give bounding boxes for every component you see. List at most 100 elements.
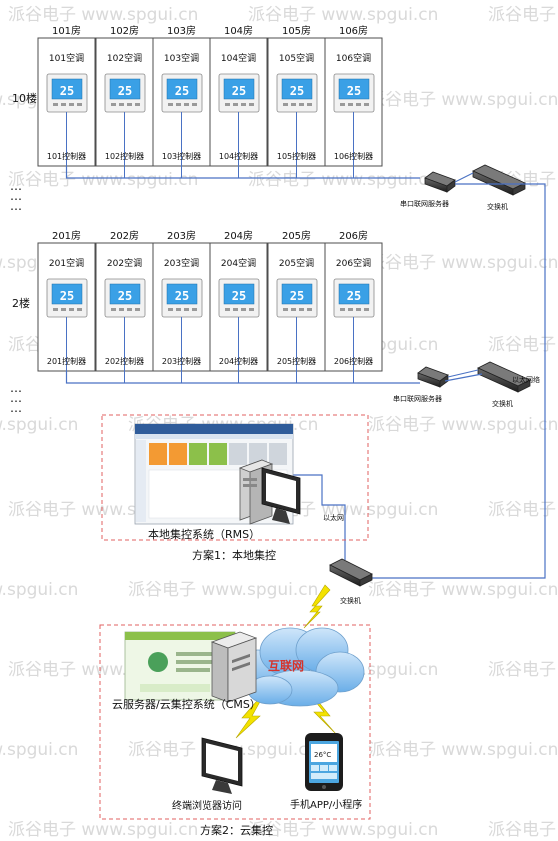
server-switch-link xyxy=(454,172,474,183)
floor-0: 10楼101房101空调25101控制器102房102空调25102控制器103… xyxy=(12,24,526,211)
thermostat-icon: 25 xyxy=(276,278,318,318)
watermark-text: 派谷电子 www.spgui.cn xyxy=(368,253,558,273)
floor10-uplink-line xyxy=(455,183,546,390)
room-1-3: 204房 204空调 25 204控制器 xyxy=(209,229,268,372)
lightning-switch-icon xyxy=(303,584,331,629)
thermostat-display: 25 xyxy=(60,84,74,98)
thermostat-display: 25 xyxy=(290,84,304,98)
ethernet-lines xyxy=(282,183,546,579)
floor-label: 10楼 xyxy=(12,91,37,105)
ac-label: 101空调 xyxy=(49,52,84,64)
ac-label: 105空调 xyxy=(279,52,314,64)
thermostat-display: 25 xyxy=(347,289,361,303)
ellipsis-upper: … … … xyxy=(10,179,22,213)
cms-server-icon xyxy=(210,631,258,703)
floor-1: 2楼201房201空调25201控制器202房202空调25202控制器203房… xyxy=(12,229,531,408)
controller-label: 205控制器 xyxy=(277,356,316,366)
watermark-text: 派谷电子 www.spgui.cn xyxy=(488,820,558,840)
watermark-text: 派谷电子 www.spgui.cn xyxy=(248,820,438,840)
room-label: 205房 xyxy=(282,229,311,242)
ellipsis-4: … xyxy=(10,381,22,395)
lightning-browser-icon xyxy=(235,697,263,739)
internet-cloud-icon xyxy=(227,627,365,707)
thermostat-icon: 25 xyxy=(161,73,203,113)
thermostat-icon: 25 xyxy=(218,278,260,318)
controller-label: 106控制器 xyxy=(334,151,373,161)
internet-label: 互联网 xyxy=(268,659,304,673)
switch-icon xyxy=(477,361,531,393)
room-label: 101房 xyxy=(52,24,81,37)
thermostat-display: 25 xyxy=(232,289,246,303)
ac-label: 102空调 xyxy=(107,52,142,64)
ac-label: 204空调 xyxy=(221,257,256,269)
watermark-text: 派谷电子 www.spgui.cn xyxy=(488,500,558,520)
controller-label: 203控制器 xyxy=(162,356,201,366)
ellipsis-6: … xyxy=(10,401,22,415)
thermostat-display: 25 xyxy=(290,289,304,303)
plan1-label: 方案1：本地集控 xyxy=(192,548,276,562)
watermark-text: 派谷电子 www.spgui.cn xyxy=(128,580,318,600)
ac-label: 206空调 xyxy=(336,257,371,269)
thermostat-icon: 25 xyxy=(104,73,146,113)
thermostat-icon: 25 xyxy=(218,73,260,113)
browser-terminal-icon xyxy=(201,737,243,794)
core-switch-icon xyxy=(329,558,373,587)
thermostat-display: 25 xyxy=(175,289,189,303)
ac-label: 203空调 xyxy=(164,257,199,269)
controller-label: 206控制器 xyxy=(334,356,373,366)
mobile-app-label: 手机APP/小程序 xyxy=(290,798,362,811)
thermostat-icon: 25 xyxy=(333,73,375,113)
room-0-2: 103房 103空调 25 103控制器 xyxy=(152,24,211,167)
plan1-box xyxy=(101,414,369,541)
server-switch-link xyxy=(447,369,479,378)
ellipsis-5: … xyxy=(10,391,22,405)
floor2-uplink-line xyxy=(444,373,483,382)
rms-ethernet-line xyxy=(282,474,346,560)
watermark-text: 派谷电子 www.spgui.cn xyxy=(488,5,558,25)
rs485-bus-line xyxy=(65,371,420,384)
watermark-text: 派谷电子 www.spgui.cn xyxy=(248,170,438,190)
mobile-phone-icon: 26°C xyxy=(305,733,343,791)
switch-icon xyxy=(472,164,526,196)
watermark-text: 派谷电子 www.spgui.cn xyxy=(0,740,78,760)
room-label: 206房 xyxy=(339,229,368,242)
switch-label: 交换机 xyxy=(492,399,513,408)
room-label: 105房 xyxy=(282,24,311,37)
ellipsis-2: … xyxy=(10,189,22,203)
controller-label: 104控制器 xyxy=(219,151,258,161)
thermostat-icon: 25 xyxy=(104,278,146,318)
room-label: 204房 xyxy=(224,229,253,242)
serial-server-icon xyxy=(417,366,449,388)
ac-label: 103空调 xyxy=(164,52,199,64)
ellipsis-3: … xyxy=(10,199,22,213)
controller-label: 204控制器 xyxy=(219,356,258,366)
ellipsis-1: … xyxy=(10,179,22,193)
ellipsis-lower: … … … xyxy=(10,381,22,415)
room-1-5: 206房 206空调 25 206控制器 xyxy=(324,229,383,372)
watermark-text: 派谷电子 www.spgui.cn xyxy=(488,660,558,680)
room-label: 104房 xyxy=(224,24,253,37)
room-label: 103房 xyxy=(167,24,196,37)
room-label: 106房 xyxy=(339,24,368,37)
controller-label: 103控制器 xyxy=(162,151,201,161)
rms-computer-icon xyxy=(238,459,301,525)
ethernet-network-label: 以太网络 xyxy=(512,375,540,384)
ac-label: 202空调 xyxy=(107,257,142,269)
watermark-text: 派谷电子 www.spgui.cn xyxy=(0,580,78,600)
watermark-text: 派谷电子 www.spgui.cn xyxy=(8,820,198,840)
watermark-text: 派谷电子 www.spgui.cn xyxy=(368,415,558,435)
cms-system-label: 云服务器/云集控系统（CMS） xyxy=(112,697,261,711)
phone-temp-value: 26°C xyxy=(314,751,331,759)
thermostat-icon: 25 xyxy=(276,73,318,113)
room-label: 102房 xyxy=(110,24,139,37)
room-label: 203房 xyxy=(167,229,196,242)
ethernet-label: 以太网 xyxy=(323,513,344,522)
